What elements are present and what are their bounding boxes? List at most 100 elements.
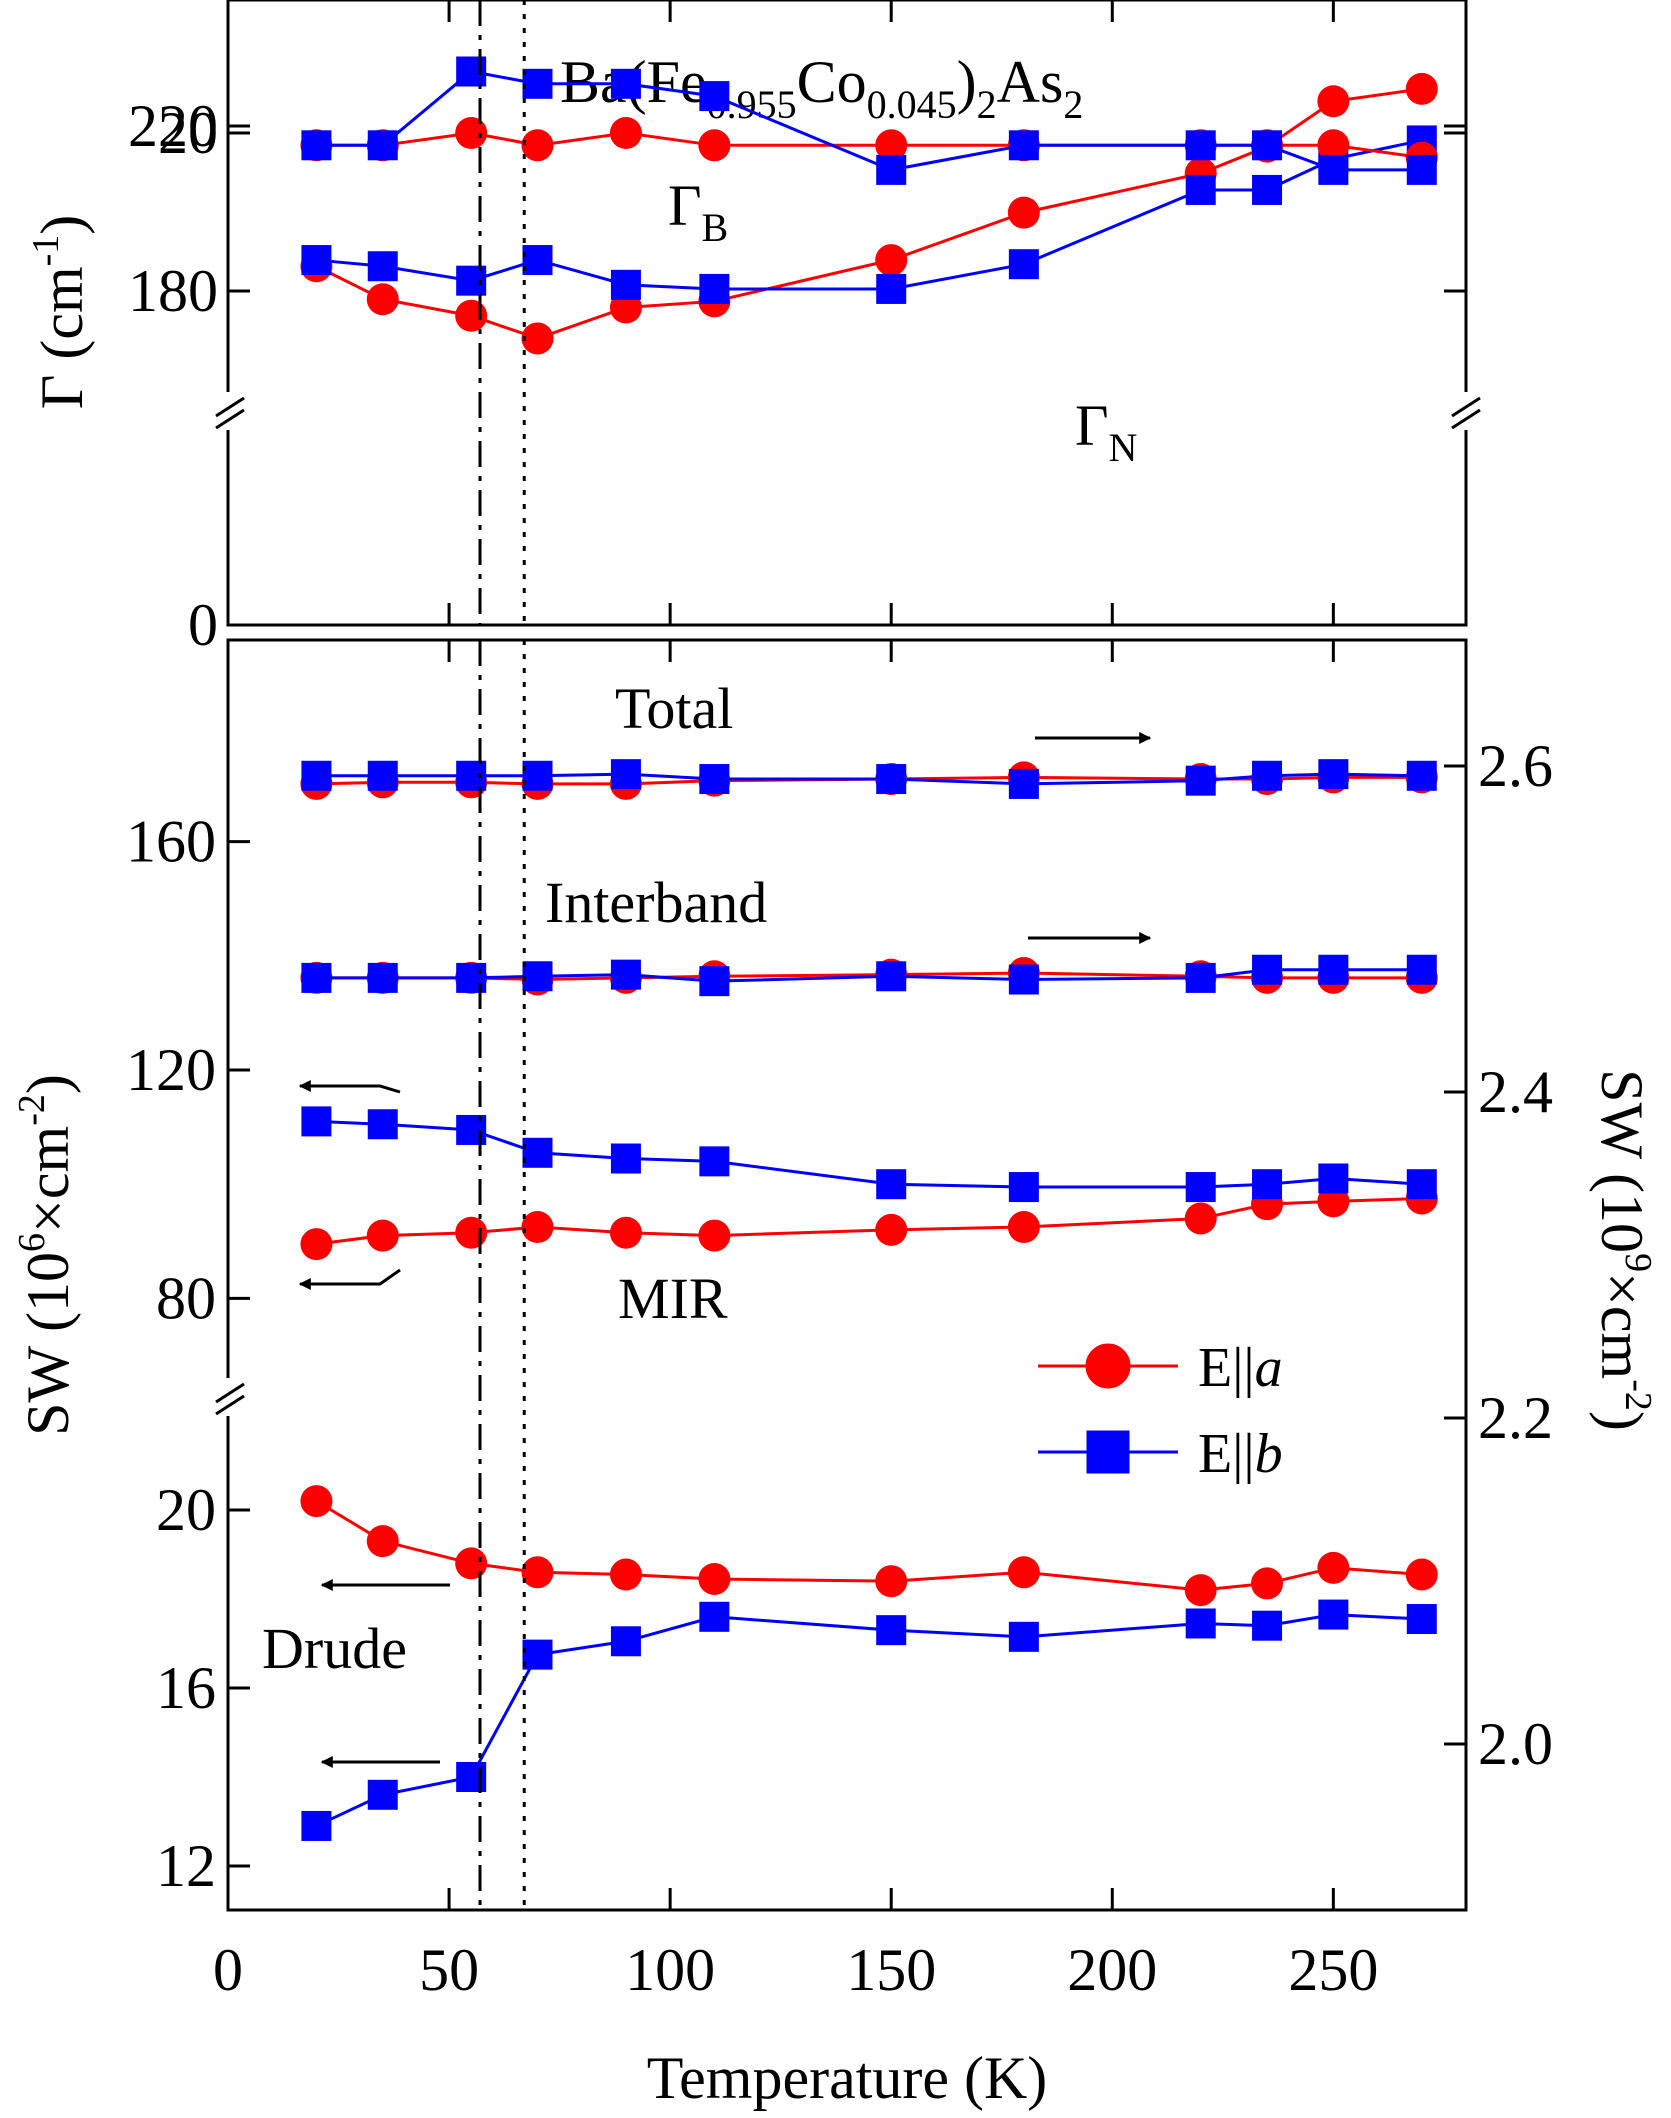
data-point-square — [456, 1762, 487, 1792]
top-right-break-mark-upper — [1451, 396, 1481, 418]
data-point-square — [1008, 249, 1039, 280]
legend-a-marker — [1085, 1343, 1131, 1389]
data-point-square — [1318, 954, 1349, 985]
reference-lines — [478, 0, 526, 1910]
data-point-circle — [609, 1216, 642, 1249]
bottom-left-y-tick-label: 20 — [156, 1477, 216, 1543]
data-point-square — [1252, 1610, 1283, 1641]
bottom-left-ylabel: SW (106×cm-2) — [11, 1074, 81, 1436]
data-point-circle — [875, 129, 908, 162]
bottom-left-y-tick-label: 80 — [156, 1265, 216, 1331]
data-point-square — [301, 1810, 332, 1841]
bottom-left-break-mark-lower — [215, 1394, 245, 1416]
data-point-circle — [455, 117, 488, 149]
bottom-series-layer — [300, 759, 1438, 1841]
data-point-circle — [1184, 1574, 1217, 1607]
top-y-tick-label: 180 — [128, 258, 218, 324]
data-point-square — [367, 760, 398, 791]
bottom-left-y-tick-label: 160 — [126, 809, 216, 875]
data-point-circle — [1317, 85, 1350, 118]
data-point-square — [1008, 1621, 1039, 1652]
data-point-square — [876, 1169, 907, 1200]
data-point-circle — [1317, 129, 1350, 162]
series-total-e-b — [301, 759, 1437, 799]
top-y-ticks: 0 20 180 220 — [128, 93, 1466, 658]
bottom-x-tick-label: 0 — [213, 1937, 243, 2003]
data-point-square — [301, 760, 332, 791]
series-line — [315, 1613, 1422, 1828]
series-drude-e-a — [300, 1485, 1438, 1607]
drude-label: Drude — [262, 1616, 407, 1681]
data-point-circle — [875, 1565, 908, 1598]
compound-title: Ba(Fe0.955Co0.045)2As2 — [560, 49, 1083, 127]
data-point-square — [367, 130, 398, 161]
data-point-square — [699, 966, 730, 997]
bottom-plot-frame — [226, 638, 1468, 1912]
data-point-square — [301, 130, 332, 161]
data-point-square — [1008, 130, 1039, 161]
top-y-tick-label: 20 — [158, 100, 218, 166]
data-point-circle — [1251, 1567, 1284, 1600]
bottom-right-ylabel: SW (109×cm-2) — [1589, 1069, 1659, 1431]
bottom-right-y-tick-label: 2.2 — [1478, 1385, 1553, 1451]
data-point-square — [876, 1615, 907, 1646]
interband-label: Interband — [545, 870, 767, 935]
data-point-square — [367, 1109, 398, 1140]
legend-b-marker — [1086, 1430, 1130, 1474]
data-point-circle — [1007, 1556, 1040, 1589]
data-point-square — [1252, 1169, 1283, 1200]
data-point-square — [367, 251, 398, 282]
data-point-square — [522, 1137, 553, 1168]
bottom-right-y-tick-label: 2.4 — [1478, 1059, 1553, 1125]
bottom-left-break-mark-upper — [215, 1382, 245, 1404]
bottom-right-y-tick-label: 2.6 — [1478, 733, 1553, 799]
data-point-circle — [366, 283, 399, 316]
data-point-square — [610, 68, 641, 99]
data-point-square — [1185, 174, 1216, 205]
data-point-square — [1406, 154, 1437, 185]
data-point-square — [1008, 964, 1039, 995]
data-point-square — [301, 962, 332, 993]
data-point-circle — [521, 322, 554, 355]
top-y-tick-label: 220 — [128, 93, 218, 159]
top-left-axis-break-gap — [218, 392, 240, 430]
bottom-left-axis-break-gap — [218, 1378, 240, 1416]
data-point-square — [1185, 962, 1216, 993]
data-point-square — [1406, 1169, 1437, 1200]
data-point-square — [1406, 1604, 1437, 1635]
bottom-right-y-ticks: 2.02.22.42.6 — [1444, 733, 1553, 1777]
bottom-left-y-tick-label: 12 — [156, 1833, 216, 1899]
data-point-square — [456, 1114, 487, 1145]
data-point-square — [367, 962, 398, 993]
data-point-square — [699, 764, 730, 795]
top-y-tick-label: 0 — [188, 592, 218, 658]
series-b-e-b — [301, 125, 1437, 304]
data-point-square — [1406, 760, 1437, 791]
data-point-circle — [698, 129, 731, 162]
data-point-circle — [698, 1219, 731, 1252]
top-ylabel-text: Γ (cm-1) — [25, 215, 95, 410]
data-point-square — [1318, 154, 1349, 185]
top-right-axis-break-gap — [1454, 392, 1476, 430]
data-point-square — [1008, 768, 1039, 799]
total-label: Total — [615, 676, 733, 741]
data-point-square — [522, 245, 553, 276]
series-mir-e-b — [301, 1106, 1437, 1203]
axis-pointer-arrows — [298, 732, 1152, 1768]
data-point-circle — [300, 1228, 333, 1261]
data-point-circle — [609, 117, 642, 149]
data-point-square — [456, 265, 487, 296]
bottom-x-tick-label: 100 — [625, 1937, 715, 2003]
data-point-square — [699, 273, 730, 304]
data-point-square — [522, 760, 553, 791]
data-point-square — [610, 959, 641, 990]
top-x-ticks — [226, 0, 1335, 625]
legend-a-label: E||a — [1198, 1337, 1283, 1399]
data-point-circle — [366, 1219, 399, 1252]
bottom-x-tick-label: 250 — [1288, 1937, 1378, 2003]
data-point-square — [456, 962, 487, 993]
data-point-square — [1318, 759, 1349, 790]
gamma-n-label: ΓN — [1075, 393, 1137, 470]
